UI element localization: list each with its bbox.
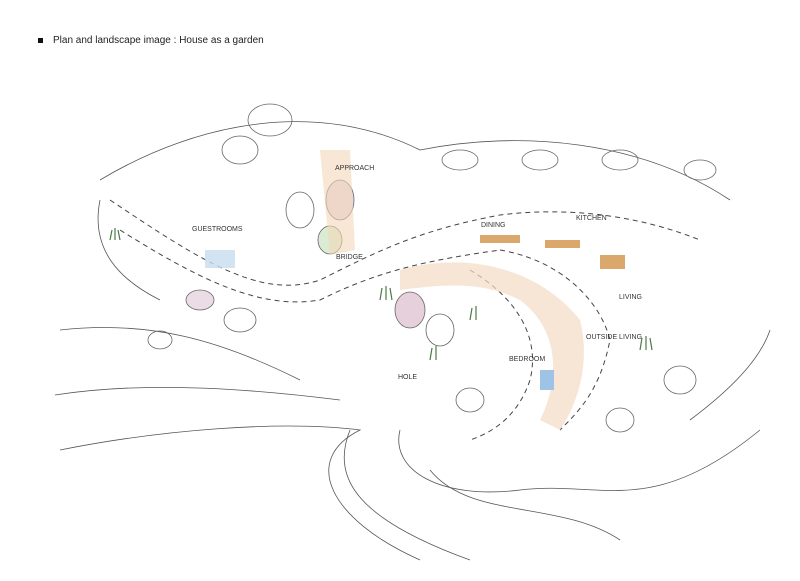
label-guestrooms: GUESTROOMS — [192, 226, 243, 233]
label-approach: APPROACH — [335, 165, 374, 172]
terrain-contours — [54, 121, 771, 561]
label-living: LIVING — [619, 294, 642, 301]
page-heading: Plan and landscape image : House as a ga… — [38, 35, 264, 46]
bullet-icon — [38, 38, 43, 43]
label-kitchen: KITCHEN — [576, 215, 607, 222]
label-bedroom: BEDROOM — [509, 356, 545, 363]
label-bridge: BRIDGE — [336, 254, 363, 261]
label-hole: HOLE — [398, 374, 417, 381]
label-outside-living: OUTSIDE LIVING — [586, 334, 642, 341]
heading-text: Plan and landscape image : House as a ga… — [53, 35, 264, 46]
label-dining: DINING — [481, 222, 506, 229]
grass-tufts — [109, 228, 653, 361]
warm-path-wash — [205, 150, 625, 430]
